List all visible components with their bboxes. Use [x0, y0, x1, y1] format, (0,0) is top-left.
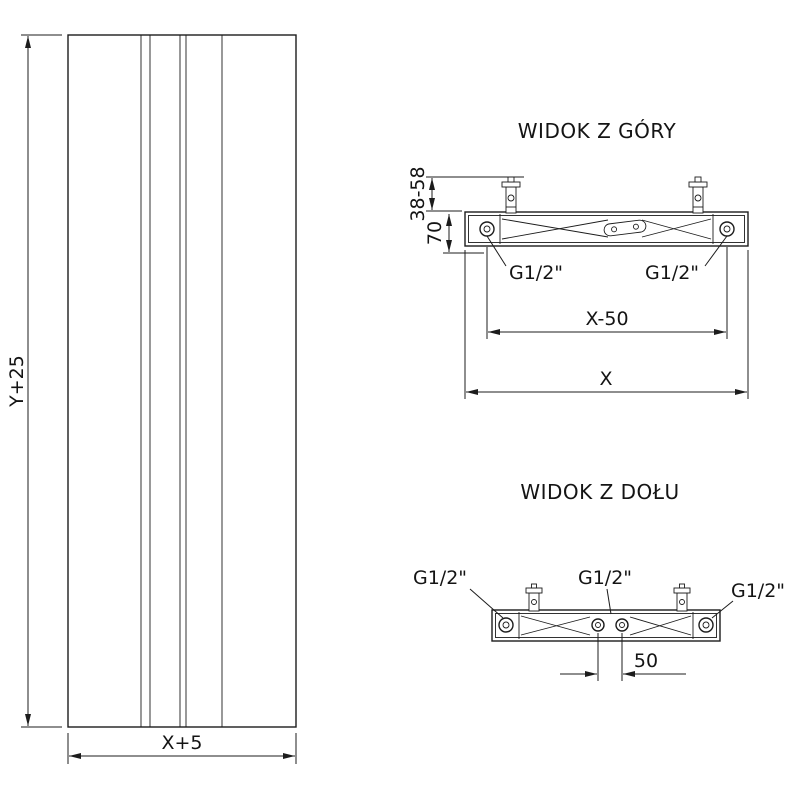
bottom-center-connection-callout: G1/2": [578, 567, 632, 615]
center-connection-hole: [595, 622, 601, 628]
bottom-center-connection-label: G1/2": [578, 567, 632, 589]
bracket-depth-dimension: 38-58: [407, 166, 524, 222]
bottom-right-connection-label: G1/2": [731, 580, 785, 602]
crossbar-line: [641, 218, 712, 238]
crossbar-line: [520, 616, 591, 636]
leader-line: [486, 235, 507, 267]
crossbar-line: [641, 219, 712, 240]
bracket-range-label: 38-58: [407, 166, 429, 221]
left-connection-hole: [483, 225, 491, 233]
x50-dim-label: X-50: [585, 308, 628, 330]
left-connection-boss: [479, 221, 495, 237]
right-connection-hole: [723, 225, 731, 233]
bottom-view-inner-wall: [495, 613, 717, 638]
center-connection-boss: [591, 618, 605, 632]
top-view-body: [464, 211, 749, 247]
center-link-detail: [603, 219, 647, 237]
height-dimension: Y+25: [6, 34, 62, 728]
top-view: WIDOK Z GÓRY 38-58: [407, 119, 749, 399]
right-connection-hole: [702, 621, 710, 629]
center-spacing-label: 50: [634, 650, 658, 672]
wall-bracket-icon: [525, 583, 543, 612]
bottom-right-connection-callout: G1/2": [711, 580, 785, 619]
top-left-connection-label: G1/2": [509, 262, 563, 284]
connection-spacing-dimension: X-50: [486, 247, 728, 339]
top-view-inner-wall: [468, 215, 745, 243]
crossbar-line: [629, 616, 692, 636]
width-dimension: X+5: [67, 732, 297, 764]
bottom-view: WIDOK Z DOŁU G1/2" G1/2" G1/2": [413, 480, 785, 681]
height-dim-label: Y+25: [6, 355, 28, 408]
wall-bracket-icon: [501, 176, 521, 214]
top-view-title: WIDOK Z GÓRY: [518, 119, 677, 143]
bottom-left-connection-callout: G1/2": [413, 567, 504, 619]
leader-line: [704, 235, 728, 267]
center-connection-hole: [619, 622, 625, 628]
crossbar-line: [501, 219, 609, 240]
top-right-connection-callout: G1/2": [645, 235, 728, 284]
crossbar-line: [629, 615, 692, 636]
top-left-connection-callout: G1/2": [486, 235, 563, 284]
total-width-dimension: X: [464, 250, 749, 399]
crossbar-line: [520, 615, 591, 636]
leader-line: [469, 588, 504, 619]
x-dim-label: X: [599, 368, 612, 390]
left-connection-hole: [502, 621, 510, 629]
depth-dimension: 70: [424, 214, 484, 254]
wall-bracket-icon: [673, 583, 691, 612]
radiator-front-outline: [67, 34, 297, 728]
right-connection-boss: [719, 221, 735, 237]
left-connection-boss: [498, 617, 514, 633]
width-dim-label: X+5: [161, 732, 202, 754]
leader-line: [711, 600, 734, 619]
center-spacing-dimension: 50: [560, 633, 686, 681]
bottom-view-body: [491, 609, 721, 642]
right-connection-boss: [698, 617, 714, 633]
leader-line: [606, 588, 612, 615]
wall-bracket-icon: [688, 176, 708, 214]
top-right-connection-label: G1/2": [645, 262, 699, 284]
bottom-left-connection-label: G1/2": [413, 567, 467, 589]
bottom-view-title: WIDOK Z DOŁU: [520, 480, 679, 504]
center-connection-boss: [615, 618, 629, 632]
depth-label: 70: [424, 221, 446, 245]
front-view: Y+25 X+5: [6, 34, 297, 764]
crossbar-line: [501, 218, 609, 238]
